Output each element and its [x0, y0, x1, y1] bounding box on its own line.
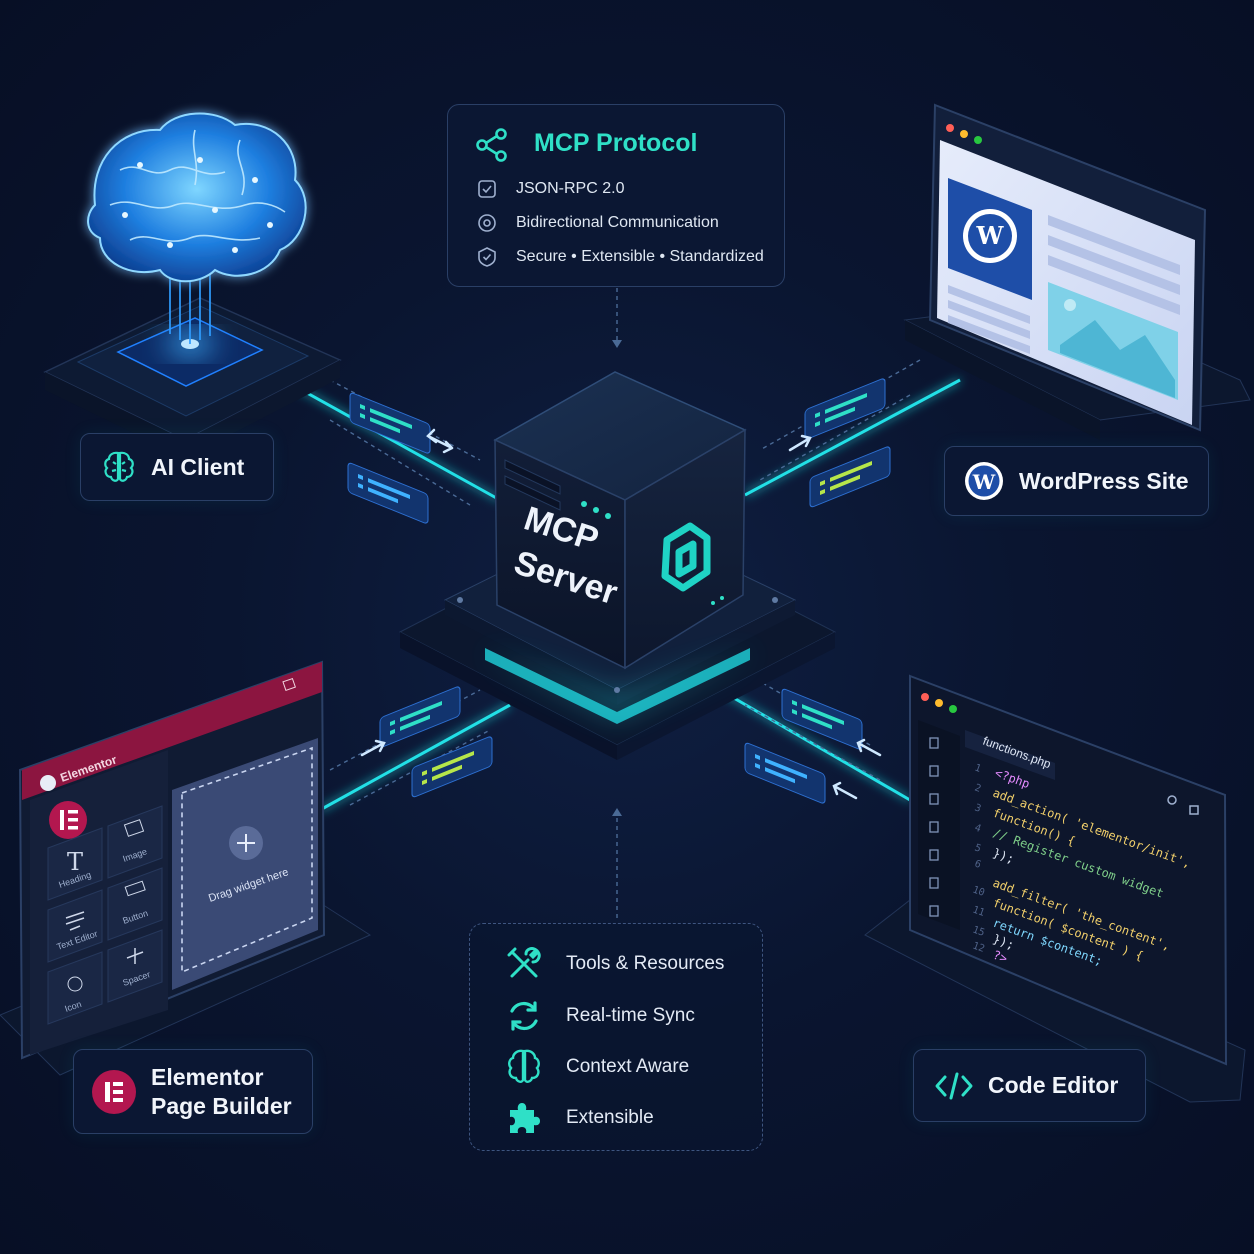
- feature-label: Tools & Resources: [566, 953, 725, 974]
- feature-item: Tools & Resources: [504, 944, 724, 984]
- arrow-down-icon: [612, 340, 622, 348]
- line-number: 15: [971, 924, 986, 938]
- code-line-10: });: [991, 932, 1016, 953]
- elementor-label: Elementor Page Builder: [73, 1049, 313, 1134]
- ai-client-label: AI Client: [80, 433, 274, 501]
- shield-icon: [478, 247, 496, 267]
- line-number: 2: [973, 782, 982, 794]
- puzzle-icon: [510, 1103, 540, 1133]
- protocol-info-box: MCP Protocol JSON-RPC 2.0 Bidirectional …: [447, 104, 785, 287]
- code-editor-device: functions.php <?php add_action( 'element…: [864, 674, 1246, 1103]
- elementor-text-line2: Page Builder: [151, 1092, 292, 1119]
- mcp-server-cube: MCP Server: [398, 371, 837, 760]
- window-close-dot: [946, 124, 954, 132]
- line-number: 12: [971, 940, 986, 954]
- line-number: 6: [973, 858, 982, 870]
- ai-client-device: [43, 112, 342, 458]
- protocol-item: JSON-RPC 2.0: [476, 178, 624, 200]
- protocol-item-label: Secure • Extensible • Standardized: [516, 248, 764, 265]
- wordpress-text: WordPress Site: [1019, 467, 1189, 494]
- data-packets: [347, 378, 891, 804]
- line-number: 10: [971, 884, 986, 898]
- feature-item: Real-time Sync: [504, 996, 695, 1036]
- feature-item: Extensible: [504, 1098, 654, 1138]
- tools-icon: [507, 947, 541, 978]
- svg-text:T: T: [67, 848, 83, 876]
- protocol-item-label: Bidirectional Communication: [516, 214, 719, 231]
- code-check-icon: [478, 180, 496, 198]
- line-number: 4: [973, 822, 982, 834]
- protocol-item: Bidirectional Communication: [476, 212, 719, 234]
- svg-text:W: W: [972, 470, 996, 494]
- link-wp-server: [744, 378, 961, 497]
- svg-text:W: W: [976, 221, 1005, 250]
- code-line-5: });: [991, 846, 1016, 867]
- feature-label: Context Aware: [566, 1056, 690, 1077]
- protocol-item: Secure • Extensible • Standardized: [476, 246, 764, 268]
- link-ai-server: [279, 376, 501, 502]
- line-number: 11: [971, 904, 986, 918]
- ai-client-text: AI Client: [151, 453, 245, 480]
- feature-label: Extensible: [566, 1107, 654, 1128]
- features-box: Tools & Resources Real-time Sync Context…: [469, 923, 763, 1151]
- link-elementor-server: [319, 703, 511, 812]
- line-number: 1: [973, 762, 982, 774]
- code-editor-label: Code Editor: [913, 1049, 1146, 1122]
- code-editor-text: Code Editor: [988, 1072, 1119, 1098]
- code-brackets-icon: [935, 1072, 973, 1099]
- feature-label: Real-time Sync: [566, 1005, 695, 1026]
- wordpress-icon: W: [965, 462, 1003, 500]
- flow-arrows: [360, 428, 882, 800]
- refresh-icon: [510, 1001, 538, 1031]
- elementor-text-line1: Elementor: [151, 1063, 264, 1090]
- arrow-up-icon: [612, 808, 622, 816]
- protocol-title: MCP Protocol: [534, 129, 698, 157]
- mcp-logo-icon: [661, 522, 711, 592]
- line-number: 3: [973, 802, 982, 814]
- brain-icon: [104, 451, 134, 482]
- sync-icon: [478, 214, 496, 232]
- wordpress-device: W: [903, 103, 1251, 440]
- line-number: 5: [973, 842, 982, 854]
- elementor-device: Elementor T Heading Image Text Editor Bu…: [0, 660, 372, 1076]
- protocol-item-label: JSON-RPC 2.0: [516, 180, 625, 197]
- feature-item: Context Aware: [504, 1047, 689, 1087]
- elementor-icon: [92, 1069, 136, 1114]
- share-icon: [476, 128, 507, 162]
- wordpress-label: W WordPress Site: [944, 446, 1209, 516]
- brain-icon: [508, 1049, 540, 1083]
- code-line-11: ?>: [991, 948, 1009, 966]
